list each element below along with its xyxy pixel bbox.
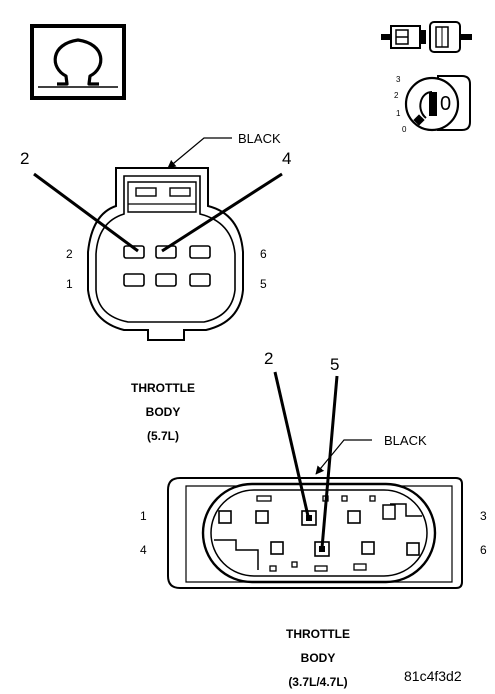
connector-3-7l-4-7l — [167, 371, 463, 589]
ignition-position-1: 1 — [396, 109, 401, 118]
ignition-position-3: 3 — [396, 75, 401, 84]
caption-5-7l-line-3: (5.7L) — [146, 429, 179, 443]
image-id: 81c4f3d2 — [404, 668, 462, 684]
cavity-label-bottom-right-3-7l-4-7l: 6 — [480, 543, 487, 557]
cavity-label-top-left-3-7l-4-7l: 1 — [140, 509, 147, 523]
wire-color-label-3-7l-4-7l: BLACK — [384, 433, 427, 448]
callout-pin-5-3-7l-4-7l: 5 — [330, 355, 340, 374]
ignition-position-0: 0 — [402, 125, 407, 134]
cavity-label-top-left-5-7l: 2 — [66, 247, 73, 261]
cavity-label-bottom-left-3-7l-4-7l: 4 — [140, 543, 147, 557]
callout-pin-2-5-7l: 2 — [20, 149, 30, 168]
cavity-label-top-right-5-7l: 6 — [260, 247, 267, 261]
caption-3-7l-4-7l-line-2: BODY — [300, 651, 336, 665]
cavity-label-bottom-left-5-7l: 1 — [66, 277, 73, 291]
caption-3-7l-4-7l-line-1: THROTTLE — [286, 627, 350, 641]
connector-5-7l — [33, 137, 283, 341]
ignition-key-position: 0 — [440, 93, 452, 115]
caption-3-7l-4-7l: THROTTLE BODY (3.7L/4.7L) — [258, 622, 378, 694]
caption-5-7l: THROTTLE BODY (5.7L) — [108, 376, 218, 448]
callout-pin-4-5-7l: 4 — [282, 149, 292, 168]
cavity-label-top-right-3-7l-4-7l: 3 — [480, 509, 487, 523]
caption-3-7l-4-7l-line-3: (3.7L/4.7L) — [288, 675, 348, 689]
connector-disconnect-icon — [381, 21, 472, 53]
caption-5-7l-line-1: THROTTLE — [131, 381, 195, 395]
callout-pin-2-3-7l-4-7l: 2 — [264, 349, 274, 368]
ignition-key-icon — [404, 75, 471, 132]
caption-5-7l-line-2: BODY — [145, 405, 181, 419]
ignition-position-2: 2 — [394, 91, 399, 100]
wire-color-label-5-7l: BLACK — [238, 131, 281, 146]
ohm-icon — [30, 24, 126, 100]
cavity-label-bottom-right-5-7l: 5 — [260, 277, 267, 291]
